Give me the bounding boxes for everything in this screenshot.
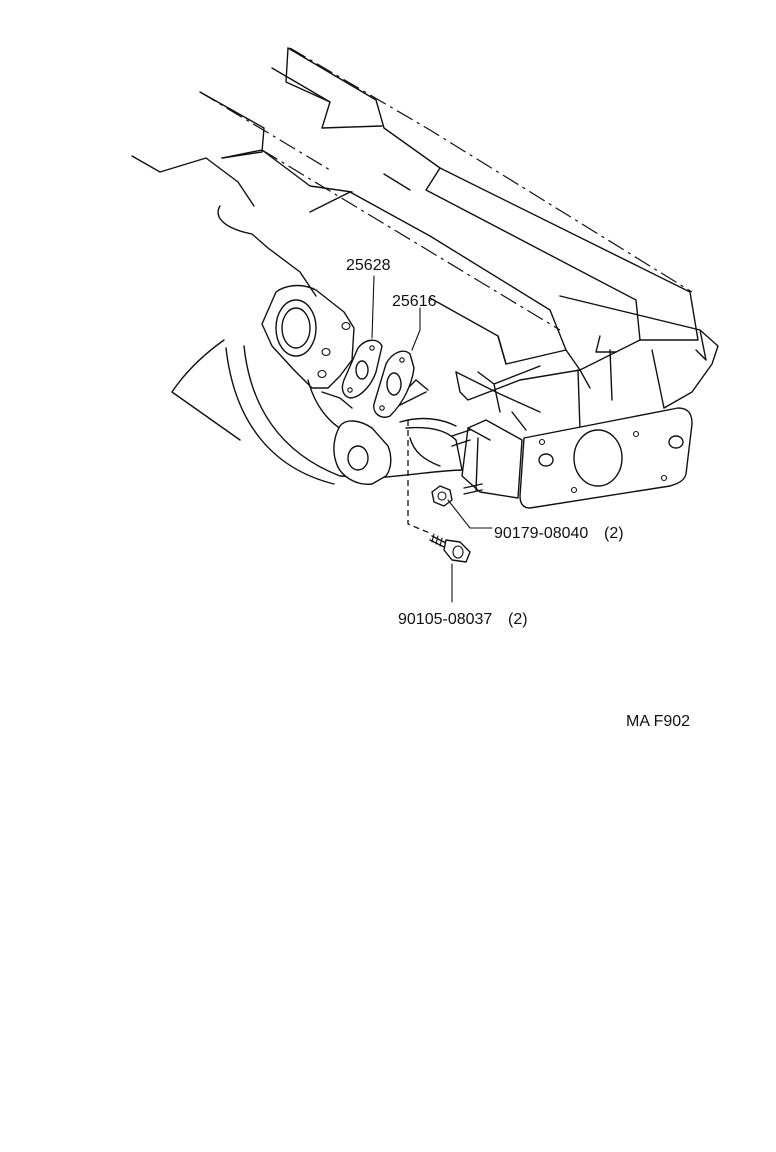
exhaust-pipe: [225, 345, 463, 485]
engine-block-outline: [131, 47, 719, 441]
callout-90179-08040: 90179-08040: [494, 525, 588, 542]
callout-25628: 25628: [346, 257, 391, 274]
callout-90105-08037-qty: (2): [508, 611, 528, 628]
gasket-25628: [341, 339, 383, 399]
leader-lines: [371, 275, 493, 603]
nut-90179: [431, 485, 453, 507]
callout-25616: 25616: [392, 293, 437, 310]
manifold-port-flange: [261, 284, 355, 389]
figure-code: MA F902: [626, 713, 690, 730]
bolt-90105: [429, 533, 471, 563]
callout-90105-08037: 90105-08037: [398, 611, 492, 628]
callout-90179-08040-qty: (2): [604, 525, 624, 542]
manifold-flange-plate: [519, 407, 693, 509]
gasket-25616: [373, 350, 415, 418]
stud-housing: [451, 419, 523, 499]
